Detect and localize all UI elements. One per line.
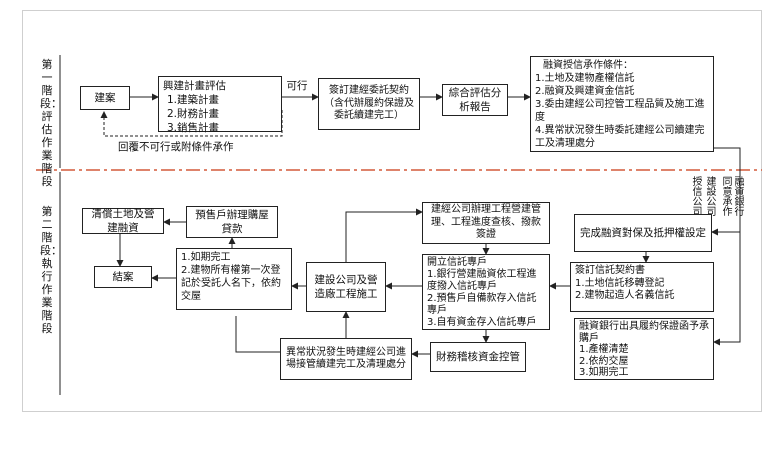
conditions-title: 融資授信承作條件：	[543, 60, 633, 71]
bank-letter-title: 融資銀行出具履約保證函予承購戶	[579, 321, 709, 344]
trust-account-item: 1.銀行營建融資依工程進度撥入信託專戶	[427, 269, 537, 292]
label-infeasible: 回覆不可行或附條件承作	[118, 141, 234, 153]
trust-account-item: 2.預售戶自備款存入信託專戶	[427, 293, 537, 316]
bank-letter-item: 1.產權清楚	[579, 344, 629, 355]
evaluation-item: 1.建築計畫	[167, 94, 220, 106]
stage2-label: 第二階段：執行作業階段	[40, 205, 62, 335]
node-guarantee: 完成融資對保及抵押權設定	[574, 214, 712, 252]
completion-item: 1.如期完工	[181, 252, 231, 263]
evaluation-item: 2.財務計畫	[167, 108, 220, 120]
node-finance-audit: 財務稽核資金控管	[430, 342, 526, 372]
conditions-item: 1.土地及建物產權信託	[535, 73, 635, 84]
vlabel-agree: 同意承作	[720, 176, 731, 216]
trust-account-title: 開立信託專戶	[427, 257, 487, 268]
node-management: 建經公司辦理工程營建管理、工程進度查核、撥款簽證	[422, 202, 550, 244]
trust-deed-item: 1.土地信託移轉登記	[575, 277, 665, 289]
node-bank-letter: 融資銀行出具履約保證函予承購戶 1.產權清楚 2.依約交屋 3.如期完工	[574, 318, 714, 380]
node-evaluation: 興建計畫評估 1.建築計畫 2.財務計畫 3.銷售計畫	[158, 76, 282, 134]
bank-letter-item: 2.依約交屋	[579, 355, 629, 367]
node-completion: 1.如期完工 2.建物所有權第一次登記於受託人名下，依約交屋	[176, 248, 292, 310]
completion-item: 2.建物所有權第一次登記於受託人名下，依約交屋	[181, 265, 281, 302]
conditions-item: 4.異常狀況發生時委託建經公司續建完工及清理處分	[535, 125, 705, 149]
evaluation-title: 興建計畫評估	[163, 80, 226, 92]
node-contract: 簽訂建經委託契約（含代辦履約保證及委託續建完工）	[318, 78, 420, 130]
vlabel-bank: 融資銀行	[732, 176, 743, 216]
node-jianan: 建案	[80, 86, 130, 110]
vlabel-trust: 授信公司	[690, 176, 701, 216]
node-close: 結案	[94, 266, 152, 288]
trust-deed-title: 簽訂信託契約書	[575, 265, 645, 276]
conditions-item: 3.委由建經公司控管工程品質及施工進度	[535, 99, 705, 123]
node-trust-account: 開立信託專戶 1.銀行營建融資依工程進度撥入信託專戶 2.預售戶自備款存入信託專…	[422, 254, 550, 330]
node-report: 綜合評估分析報告	[442, 84, 508, 116]
node-presale-loan: 預售戶辦理購屋貸款	[186, 206, 278, 238]
node-construction: 建設公司及營造廠工程施工	[306, 262, 386, 312]
node-conditions: 融資授信承作條件： 1.土地及建物產權信託 2.融資及興建資金信託 3.委由建經…	[530, 56, 714, 152]
vlabel-builder: 建設公司	[704, 176, 715, 216]
evaluation-item: 3.銷售計畫	[167, 122, 220, 134]
conditions-item: 2.融資及興建資金信託	[535, 86, 635, 97]
node-trust-deed: 簽訂信託契約書 1.土地信託移轉登記 2.建物起造人名義信託	[570, 262, 714, 312]
trust-account-item: 3.自有資金存入信託專戶	[427, 317, 537, 328]
label-feasible: 可行	[286, 80, 308, 92]
node-payoff: 清償土地及營建融資	[82, 208, 164, 234]
bank-letter-item: 3.如期完工	[579, 367, 629, 378]
node-abnormal: 異常狀況發生時建經公司進場接管續建完工及清理處分	[280, 338, 412, 380]
trust-deed-item: 2.建物起造人名義信託	[575, 290, 675, 301]
stage1-label: 第一階段：評估作業階段	[40, 58, 62, 188]
